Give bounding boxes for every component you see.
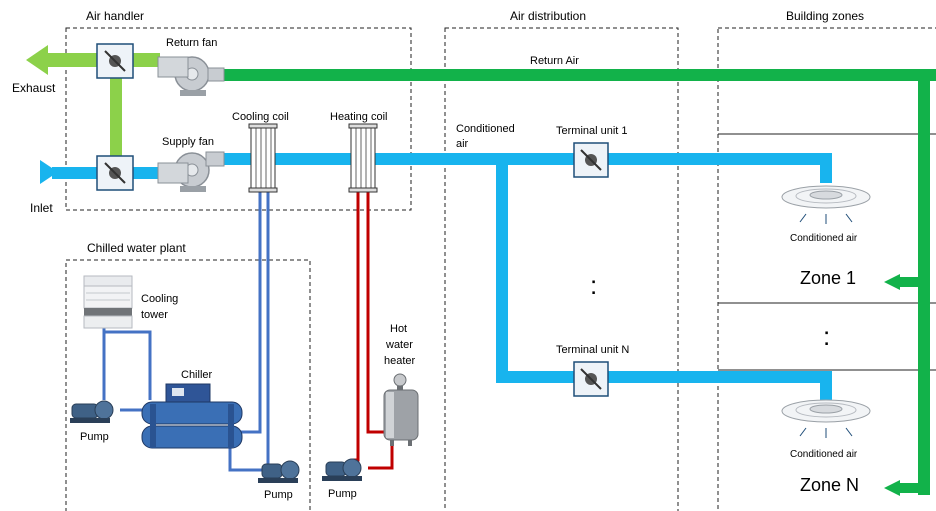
exhaust-label: Exhaust [12,81,56,95]
terminal-unit-n-label: Terminal unit N [556,344,629,356]
return-air-duct [224,69,936,496]
zone-n-label: Zone N [800,475,859,495]
building-zones-title: Building zones [786,9,864,23]
zones-ellipsis: : [823,321,830,351]
return-air-label: Return Air [530,55,579,67]
exhaust-damper [96,43,134,79]
chiller-label: Chiller [181,369,213,381]
cooling-tower [83,275,133,329]
diffuser-zone-n [781,399,871,438]
chilled-water-plant-box [65,259,311,511]
conditioned-air-zone-n-label: Conditioned air [790,449,858,460]
hot-water-heater-label-line3: heater [384,355,416,367]
conditioned-air-label-line2: air [456,138,469,150]
building-zones-box [717,27,936,511]
heating-coil-label: Heating coil [330,111,387,123]
exhaust-duct [26,45,160,158]
pump-hot-water [322,458,362,481]
diffuser-zone-1 [781,185,871,224]
pump-label-plant: Pump [80,431,109,443]
supply-air-duct [40,153,832,401]
chiller [141,383,243,449]
cooling-tower-label-line2: tower [141,309,168,321]
terminal-unit-1-label: Terminal unit 1 [556,125,628,137]
hot-water-heater [383,373,419,446]
chilled-water-pipes [102,192,270,472]
pump-label-chiller-loop: Pump [264,489,293,501]
pump-chilled-water-plant [70,400,114,423]
chilled-water-plant-title: Chilled water plant [87,241,186,255]
air-handler-box [65,27,412,211]
inlet-damper [96,155,134,191]
return-fan [157,56,225,96]
air-distribution-title: Air distribution [510,9,586,23]
cooling-coil [248,123,278,193]
terminal-unit-n-damper [573,361,609,397]
air-distribution-box [444,27,679,511]
hot-water-heater-label-line2: water [385,339,413,351]
supply-fan-label: Supply fan [162,136,214,148]
cooling-coil-label: Cooling coil [232,111,289,123]
return-fan-label: Return fan [166,37,217,49]
conditioned-air-zone-1-label: Conditioned air [790,233,858,244]
pump-chiller-loop [258,460,300,483]
terminal-unit-1-damper [573,142,609,178]
cooling-tower-label-line1: Cooling [141,293,178,305]
distribution-ellipsis: : [590,270,597,300]
pump-label-hot-water: Pump [328,488,357,500]
hot-water-heater-label-line1: Hot [390,323,407,335]
air-handler-title: Air handler [86,9,144,23]
conditioned-air-label-line1: Conditioned [456,123,515,135]
heating-coil [348,123,378,193]
zone-1-label: Zone 1 [800,268,856,288]
inlet-label: Inlet [30,201,53,215]
supply-fan [157,151,225,192]
